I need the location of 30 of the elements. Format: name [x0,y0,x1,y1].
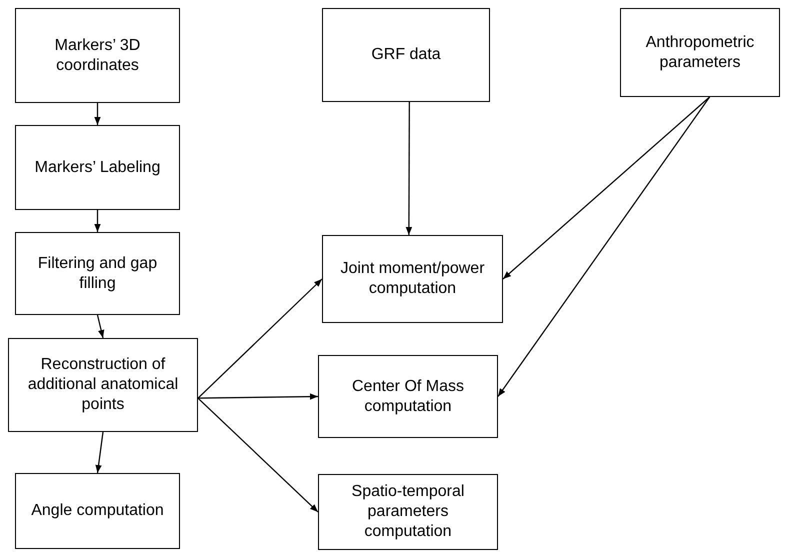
box-label: Reconstruction of additional anatomical points [26,355,180,415]
box-label: GRF data [371,45,441,65]
arrow [94,210,101,232]
process-box [8,338,198,432]
arrow [95,432,104,474]
box-label: Angle computation [31,501,164,521]
arrow [96,314,104,338]
box-label: Center Of Mass computation [350,376,466,416]
process-box [15,232,180,315]
process-box [318,355,498,438]
process-box [322,8,490,102]
arrow [94,103,101,125]
process-box [15,473,180,549]
arrow [198,278,322,399]
box-label: Markers’ Labeling [34,158,160,178]
box-label: Spatio-temporal parameters computation [350,482,466,542]
process-box [322,235,503,323]
arrow [498,96,710,397]
box-label: Markers’ 3D coordinates [54,36,142,76]
box-label: Joint moment/power computation [339,259,486,299]
arrow [198,393,318,400]
box-label: Filtering and gap filling [36,254,158,294]
box-label: Anthropometric parameters [644,32,756,72]
process-box [15,125,180,210]
process-box [15,8,180,103]
arrow [406,102,412,235]
arrow [198,398,318,512]
arrow [502,96,710,280]
process-box [318,474,498,550]
process-box [620,8,780,97]
